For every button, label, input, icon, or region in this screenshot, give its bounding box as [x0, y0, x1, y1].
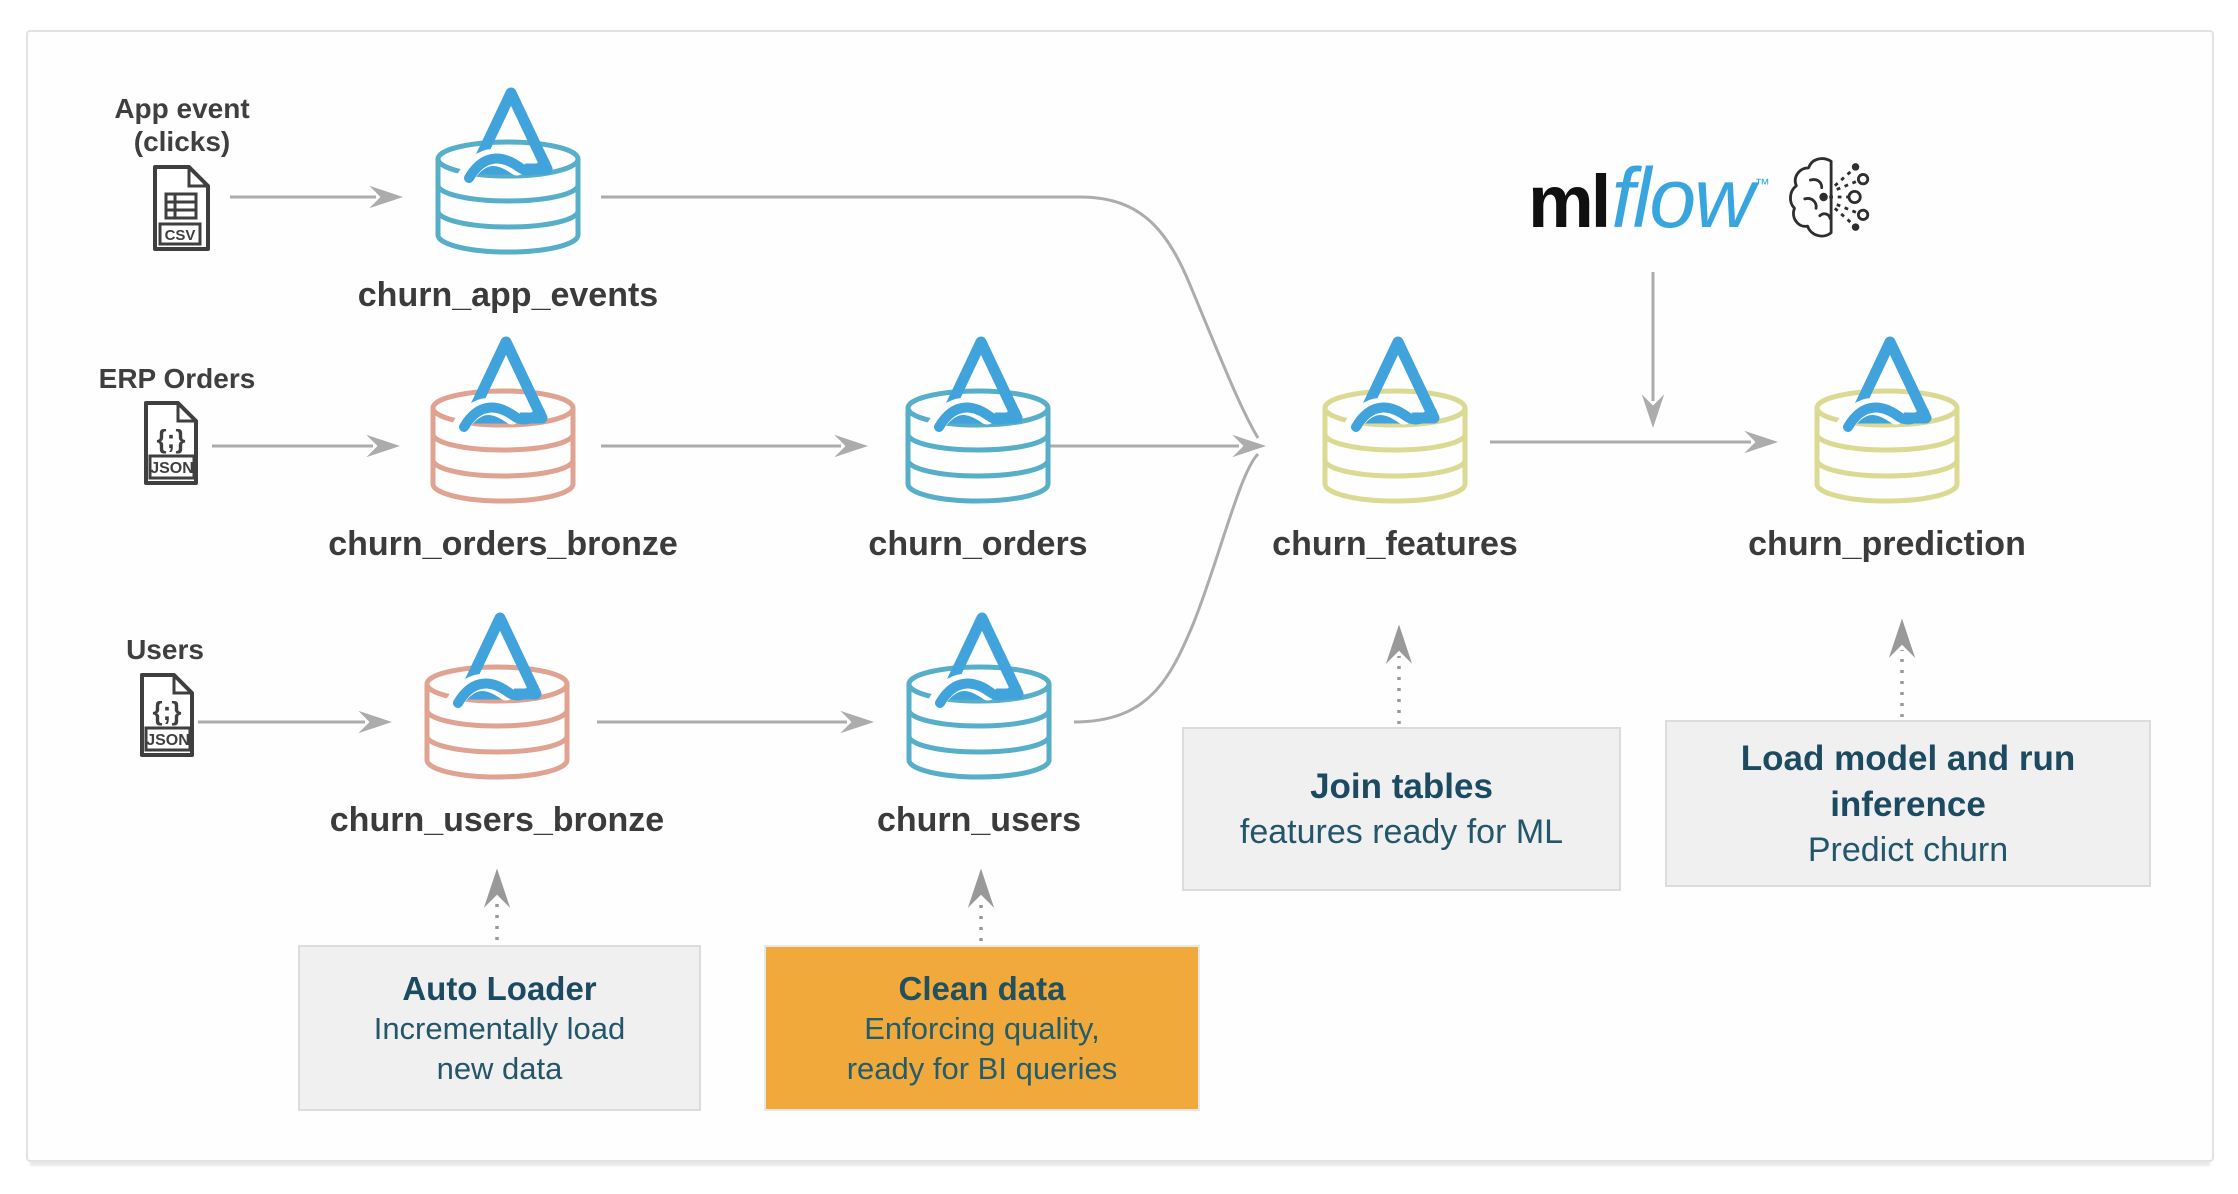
svg-text:{;}: {;}: [157, 424, 186, 454]
table-label: churn_users_bronze: [329, 801, 665, 839]
table-label: churn_features: [1272, 525, 1518, 563]
callout-auto-loader: Auto Loader Incrementally load new data: [298, 945, 701, 1111]
mlflow-logo: ml flow ™: [1528, 150, 1880, 247]
delta-table-icon: [424, 612, 570, 780]
table-label: churn_orders: [868, 525, 1088, 563]
callout-title: Clean data: [898, 969, 1066, 1007]
mlflow-flow-text: flow: [1611, 151, 1754, 245]
source-label-users: Users: [126, 634, 204, 665]
callout-join-tables: Join tables features ready for ML: [1182, 727, 1621, 891]
callout-title: Load model and run: [1740, 738, 2076, 778]
delta-table-icon: [905, 336, 1051, 504]
callout-title-line2: inference: [1830, 784, 1986, 824]
callout-body-line: Incrementally load: [373, 1010, 626, 1046]
delta-table-icon: [906, 612, 1052, 780]
svg-text:{;}: {;}: [153, 696, 182, 726]
delta-table-icon: [1322, 336, 1468, 504]
callout-clean-data: Clean data Enforcing quality, ready for …: [764, 945, 1200, 1111]
callout-body-line: features ready for ML: [1239, 813, 1564, 851]
svg-text:JSON: JSON: [150, 460, 194, 477]
table-node-churn-app-events: churn_app_events: [308, 85, 708, 315]
callout-title: Join tables: [1310, 767, 1493, 806]
callout-body-line: new data: [436, 1050, 563, 1086]
callout-body-line: Enforcing quality,: [864, 1010, 1100, 1046]
callout-body-line: ready for BI queries: [846, 1050, 1118, 1086]
json-file-icon: {;} JSON: [140, 673, 194, 757]
source-label-erp-orders: ERP Orders: [98, 363, 256, 394]
brain-circuit-icon: [1788, 156, 1869, 237]
table-node-churn-users: churn_users: [779, 610, 1179, 840]
svg-text:CSV: CSV: [165, 227, 196, 244]
csv-file-icon: CSV: [153, 165, 210, 251]
delta-table-icon: [435, 87, 581, 255]
svg-text:JSON: JSON: [146, 732, 190, 749]
delta-table-icon: [1814, 336, 1960, 504]
table-node-churn-features: churn_features: [1195, 334, 1595, 564]
mlflow-ml-text: ml: [1528, 160, 1611, 243]
callout-title: Auto Loader: [402, 969, 597, 1007]
json-file-icon: {;} JSON: [144, 401, 198, 485]
table-node-churn-orders-bronze: churn_orders_bronze: [303, 334, 703, 564]
mlflow-trademark: ™: [1754, 176, 1770, 193]
table-label: churn_app_events: [357, 276, 659, 314]
table-label: churn_users: [876, 801, 1082, 839]
table-label: churn_orders_bronze: [328, 525, 678, 563]
callout-body-line: Predict churn: [1807, 830, 2009, 869]
table-label: churn_prediction: [1748, 525, 2026, 563]
table-node-churn-users-bronze: churn_users_bronze: [297, 610, 697, 840]
callout-load-model: Load model and run inference Predict chu…: [1665, 720, 2151, 887]
delta-table-icon: [430, 336, 576, 504]
table-node-churn-orders: churn_orders: [778, 334, 1178, 564]
table-node-churn-prediction: churn_prediction: [1687, 334, 2087, 564]
source-label-app-events: App event (clicks): [114, 93, 250, 157]
mlflow-wordmark: ml flow ™: [1528, 150, 1770, 247]
